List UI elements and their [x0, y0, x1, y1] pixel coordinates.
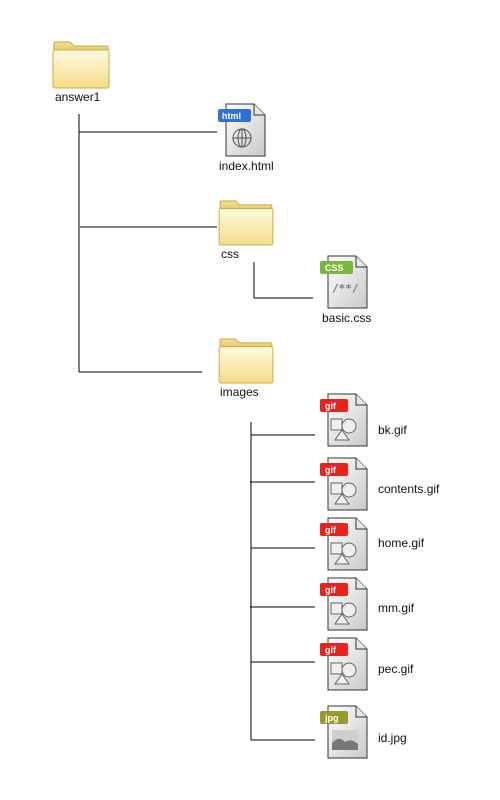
- file-label: pec.gif: [378, 662, 414, 676]
- file-badge-label: gif: [325, 465, 337, 475]
- root-folder-label: answer1: [55, 90, 101, 104]
- folder-icon[interactable]: [218, 338, 274, 384]
- file-badge-label: gif: [325, 585, 337, 595]
- landscape-image-icon: [332, 730, 358, 750]
- file-badge-label: html: [222, 111, 241, 121]
- gif-file-icon[interactable]: gif: [320, 393, 368, 447]
- file-label: id.jpg: [378, 731, 407, 745]
- folder-label: css: [221, 247, 239, 261]
- file-label: basic.css: [322, 311, 372, 325]
- shapes-icon: [330, 482, 357, 505]
- file-badge-label: gif: [325, 525, 337, 535]
- file-label: mm.gif: [378, 601, 414, 615]
- file-label: contents.gif: [378, 482, 440, 496]
- shapes-icon: [330, 662, 357, 685]
- file-badge: [320, 523, 348, 536]
- file-badge: [320, 711, 348, 724]
- globe-icon: [232, 128, 252, 148]
- file-label: index.html: [219, 159, 274, 173]
- shapes-icon: [330, 418, 357, 441]
- gif-file-icon[interactable]: gif: [320, 457, 368, 511]
- folder-label: images: [220, 385, 259, 399]
- gif-file-icon[interactable]: gif: [320, 577, 368, 631]
- file-badge: [320, 399, 348, 412]
- file-badge: [320, 643, 348, 656]
- shapes-icon: [330, 542, 357, 565]
- jpg-file-icon[interactable]: jpg: [320, 705, 368, 759]
- file-label: home.gif: [378, 536, 425, 550]
- code-comment-icon: /**/: [332, 282, 359, 295]
- shapes-icon: [330, 602, 357, 625]
- folder-icon[interactable]: [52, 41, 110, 89]
- file-badge-label: gif: [325, 645, 337, 655]
- gif-file-icon[interactable]: gif: [320, 517, 368, 571]
- css-file-icon[interactable]: CSS /**/: [320, 255, 368, 309]
- file-badge: [218, 109, 251, 122]
- file-badge-label: gif: [325, 401, 337, 411]
- file-badge-label: CSS: [325, 263, 344, 273]
- file-label: bk.gif: [378, 423, 407, 437]
- html-file-icon[interactable]: html: [218, 103, 266, 157]
- file-badge: [320, 463, 348, 476]
- folder-icon[interactable]: [218, 200, 274, 246]
- file-badge: [320, 583, 348, 596]
- file-badge: [320, 261, 353, 274]
- file-badge-label: jpg: [324, 713, 339, 723]
- gif-file-icon[interactable]: gif: [320, 637, 368, 691]
